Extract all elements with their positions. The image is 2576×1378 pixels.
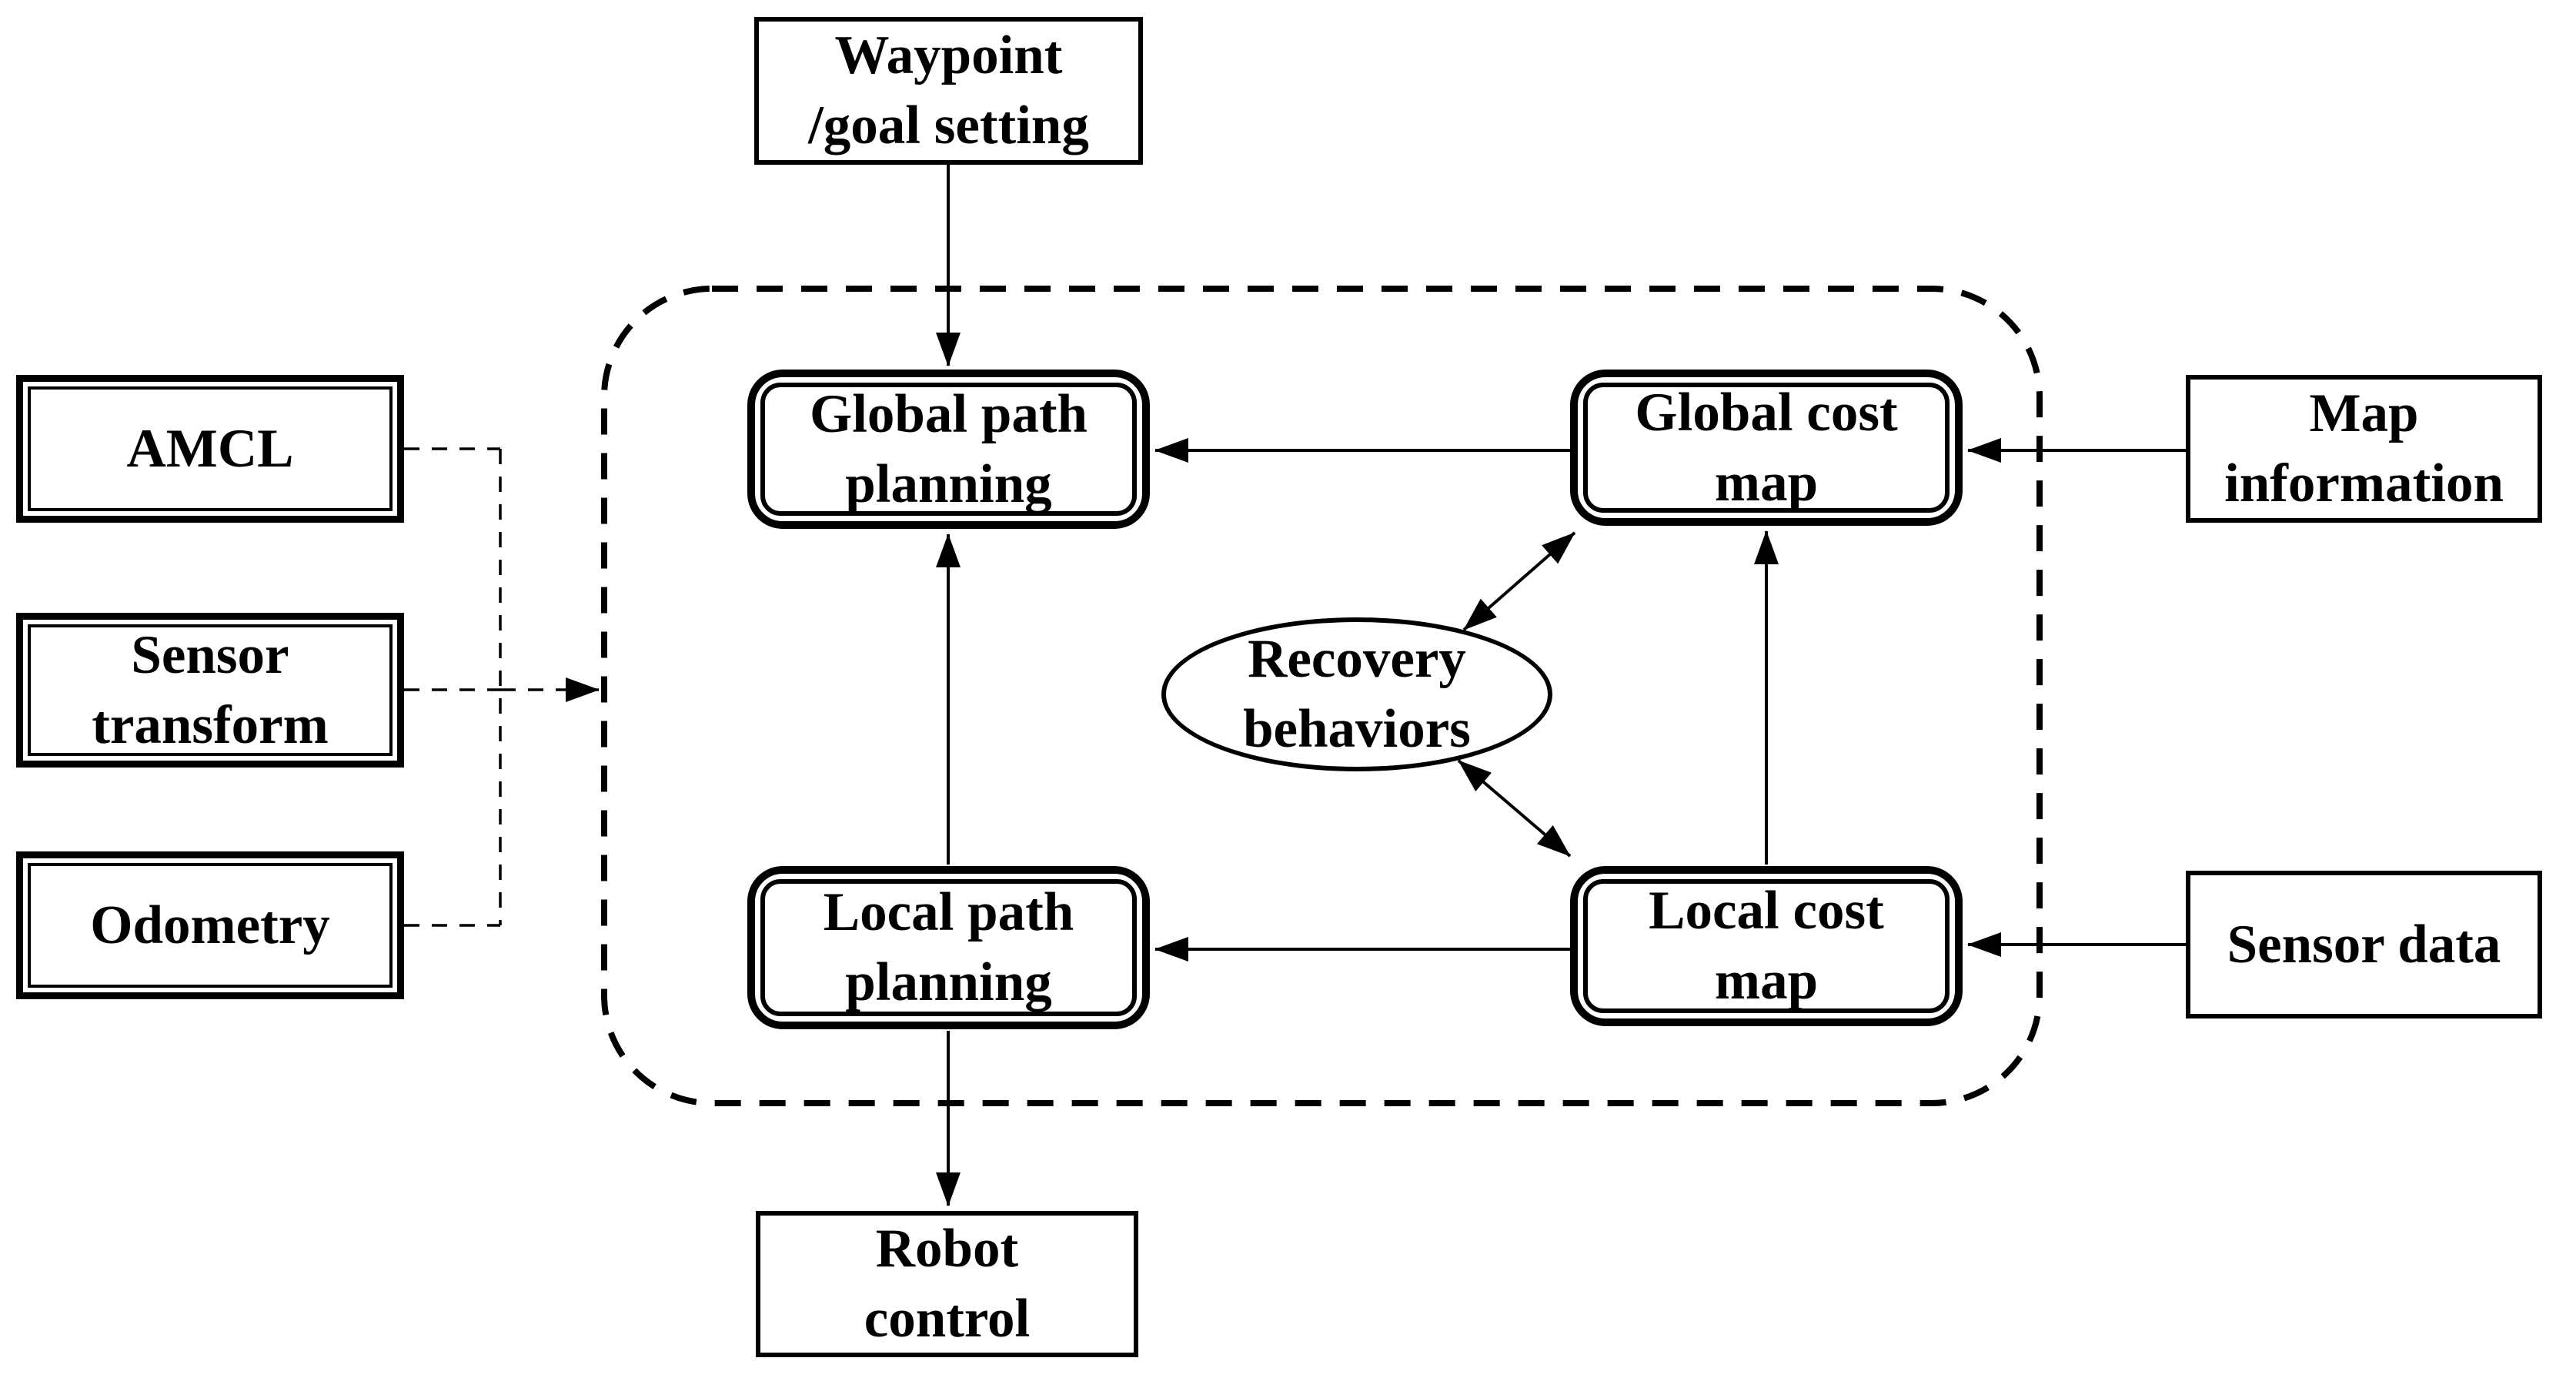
node-global-cost-map: Global cost map <box>1570 370 1963 526</box>
node-global-cost-map-inner-border: Global cost map <box>1583 383 1950 513</box>
amcl-label: AMCL <box>126 418 294 479</box>
waypoint-goal-setting-label: Waypoint /goal setting <box>808 25 1089 156</box>
node-global-path-planning: Global path planning <box>747 370 1150 529</box>
node-map-information: Map information <box>2186 375 2542 523</box>
recovery-behaviors-label: Recovery behaviors <box>1243 629 1471 759</box>
node-global-path-planning-inner-border: Global path planning <box>760 383 1137 516</box>
global-path-planning-label: Global path planning <box>809 383 1088 514</box>
sensor-data-label: Sensor data <box>2227 914 2501 975</box>
node-local-cost-map: Local cost map <box>1570 866 1963 1026</box>
node-sensor-transform: Sensor transform <box>16 613 404 768</box>
global-cost-map-label: Global cost map <box>1635 382 1898 513</box>
sensor-transform-label: Sensor transform <box>92 624 329 755</box>
edge-recovery-global-cost-bidirectional <box>1462 531 1576 631</box>
odometry-label: Odometry <box>90 895 330 955</box>
node-sensor-transform-inner-border: Sensor transform <box>28 624 393 756</box>
robot-control-label: Robot control <box>864 1219 1031 1349</box>
edge-recovery-local-cost-bidirectional <box>1457 759 1572 858</box>
node-odometry: Odometry <box>16 851 404 999</box>
node-local-path-planning: Local path planning <box>747 866 1150 1029</box>
local-cost-map-label: Local cost map <box>1649 881 1884 1011</box>
navigation-stack-boundary <box>601 286 2043 1106</box>
node-amcl: AMCL <box>16 375 404 523</box>
local-path-planning-label: Local path planning <box>823 882 1074 1012</box>
node-recovery-behaviors: Recovery behaviors <box>1161 617 1552 771</box>
node-amcl-inner-border: AMCL <box>28 386 393 511</box>
node-robot-control: Robot control <box>756 1211 1138 1357</box>
map-information-label: Map information <box>2224 383 2504 513</box>
node-local-path-planning-inner-border: Local path planning <box>760 879 1137 1016</box>
node-odometry-inner-border: Odometry <box>28 863 393 988</box>
node-local-cost-map-inner-border: Local cost map <box>1583 879 1950 1013</box>
node-waypoint-goal-setting: Waypoint /goal setting <box>754 17 1143 165</box>
node-sensor-data: Sensor data <box>2186 871 2542 1018</box>
